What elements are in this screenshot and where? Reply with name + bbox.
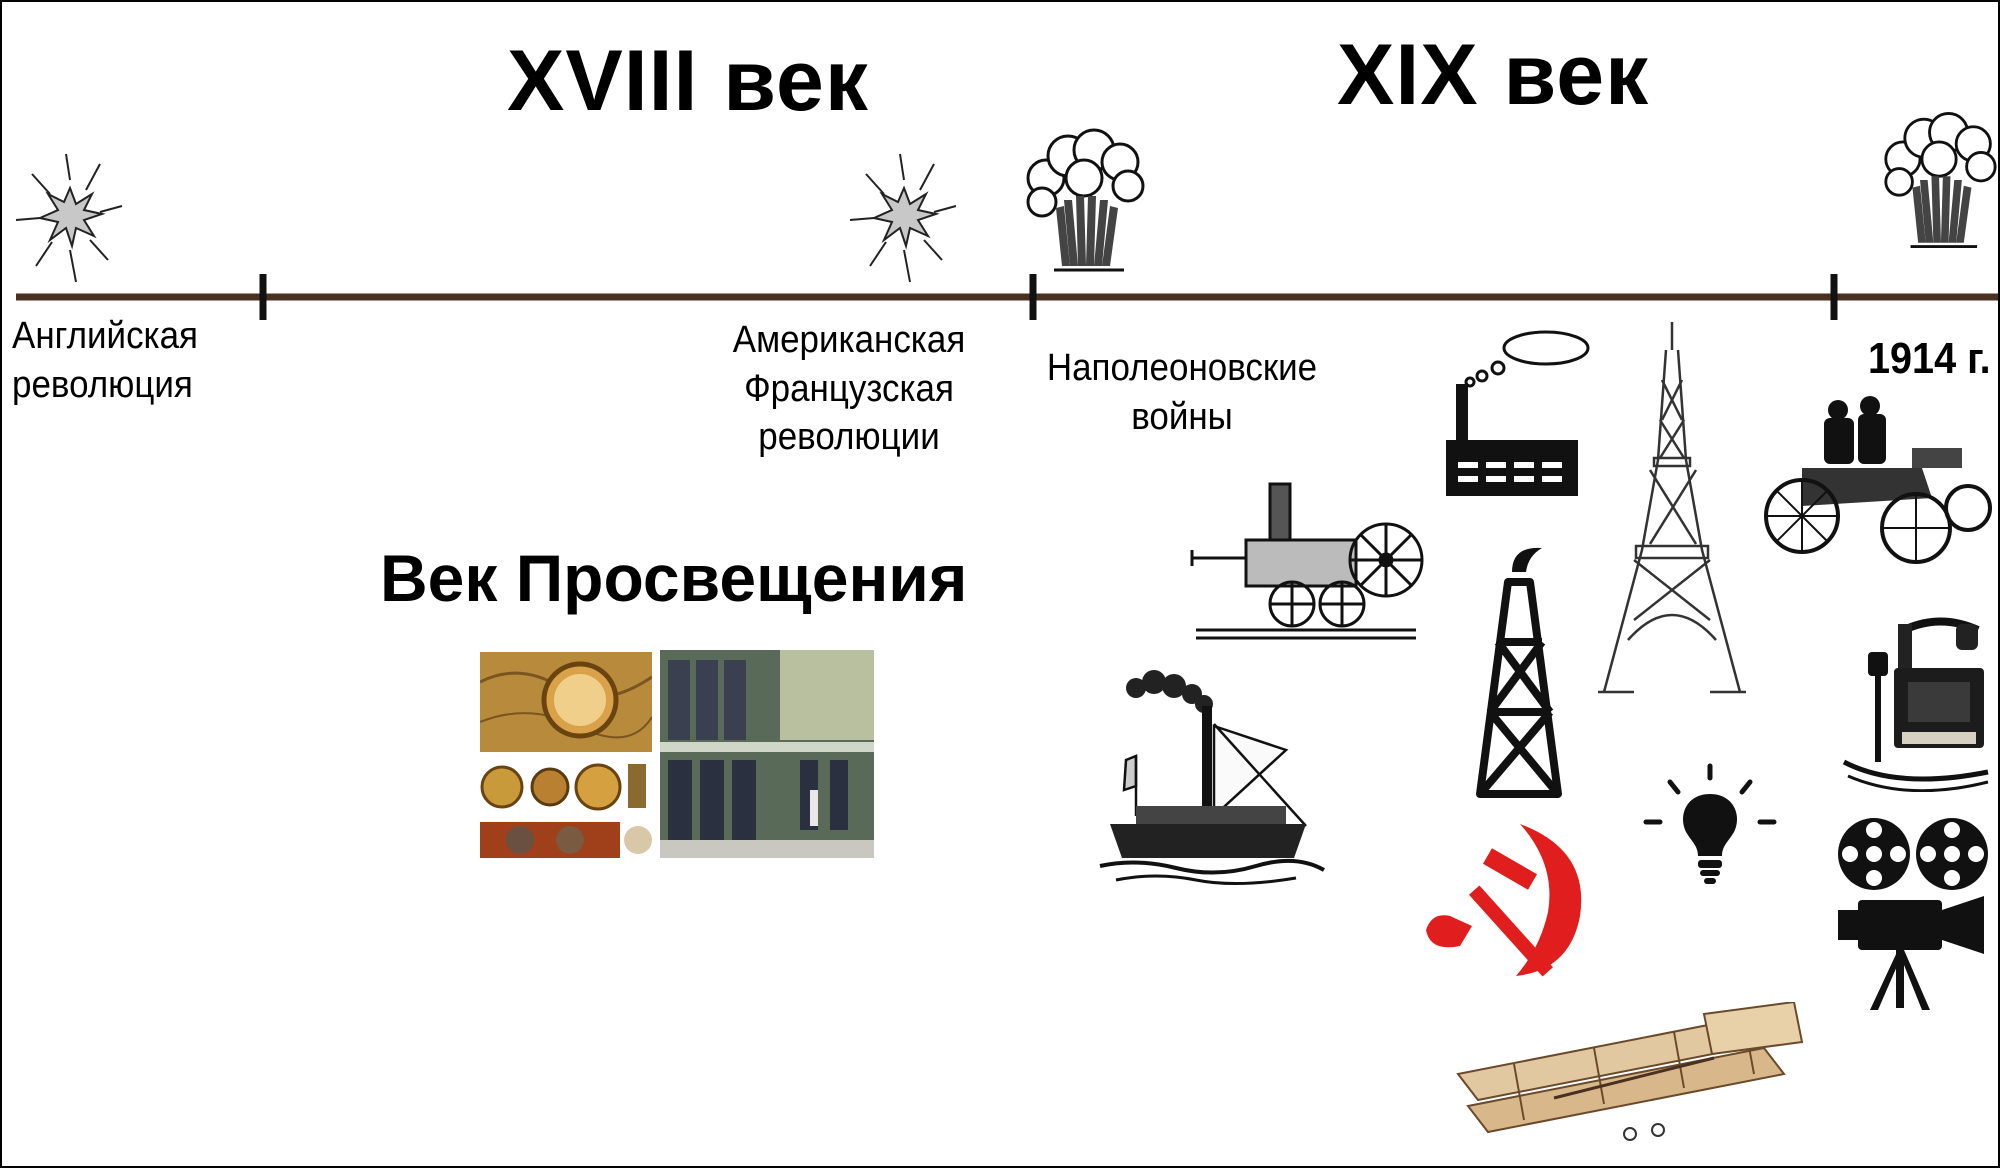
century-19-heading: XIX век	[1337, 27, 1650, 123]
smoke-cloud-icon	[1026, 128, 1145, 272]
telephone-icon	[1842, 617, 1989, 792]
steam-locomotive-icon	[1190, 482, 1424, 640]
english-revolution-label: Английская революция	[12, 315, 198, 406]
automobile-icon	[1764, 396, 1992, 564]
steamboat-icon	[1099, 670, 1325, 886]
napoleonic-wars-label: Наполеоновские войны	[1046, 347, 1318, 438]
navigation-instruments-image	[480, 652, 652, 858]
oil-derrick-icon	[1476, 547, 1562, 798]
hammer-and-sickle-icon	[1426, 824, 1582, 977]
film-camera-icon	[1838, 818, 1988, 1010]
explosion-icon	[15, 153, 123, 283]
library-image	[660, 650, 874, 858]
smoke-cloud-icon	[1884, 112, 1997, 248]
explosion-icon	[849, 153, 957, 283]
century-18-heading: XVIII век	[507, 33, 869, 129]
year-1914-label: 1914 г.	[1868, 334, 1991, 383]
timeline-axis	[16, 274, 1998, 320]
enlightenment-heading: Век Просвещения	[380, 541, 968, 615]
american-french-revolutions-label: Американская Французская революции	[732, 319, 966, 459]
airplane-icon	[1456, 1002, 1804, 1141]
eiffel-tower-icon	[1598, 322, 1746, 694]
light-bulb-icon	[1643, 763, 1777, 884]
factory-icon	[1446, 330, 1590, 496]
